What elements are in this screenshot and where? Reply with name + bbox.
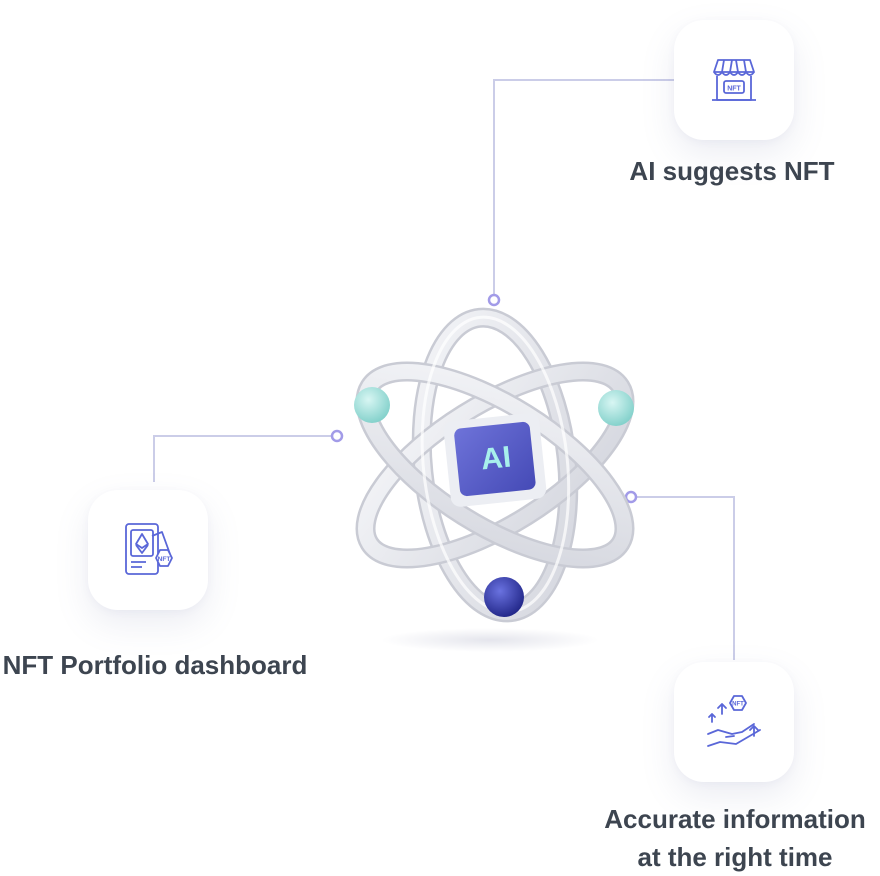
svg-text:NFT: NFT: [158, 556, 171, 563]
ai-badge-text: AI: [479, 440, 513, 477]
connector-node-top: [487, 293, 501, 307]
feature-card-portfolio: NFT: [88, 490, 208, 610]
svg-text:NFT: NFT: [727, 86, 741, 93]
feature-card-accurate-info: NFT: [674, 662, 794, 782]
nft-wallet-icon: NFT: [125, 523, 173, 575]
connector-left: [153, 435, 331, 482]
svg-text:NFT: NFT: [732, 702, 744, 708]
ai-atom-illustration: [340, 300, 650, 630]
teal-orb-right: [598, 390, 634, 426]
connector-right: [637, 496, 735, 660]
feature-label-portfolio: NFT Portfolio dashboard: [2, 650, 308, 680]
feature-card-ai-suggests: NFT: [674, 20, 794, 140]
feature-label-accurate-info-line1: Accurate information: [604, 804, 866, 834]
feature-label-accurate-info-line2: at the right time: [637, 842, 833, 872]
nft-hand-growth-icon: NFT: [707, 695, 761, 747]
connector-node-left: [330, 429, 344, 443]
navy-orb: [484, 577, 524, 617]
teal-orb-left: [354, 387, 390, 423]
connector-node-right: [624, 490, 638, 504]
connector-top: [493, 79, 676, 295]
hub-shadow: [380, 628, 600, 652]
feature-label-accurate-info: Accurate information at the right time: [590, 800, 880, 876]
nft-store-icon: NFT: [712, 59, 756, 101]
feature-label-ai-suggests: AI suggests NFT: [629, 156, 835, 186]
